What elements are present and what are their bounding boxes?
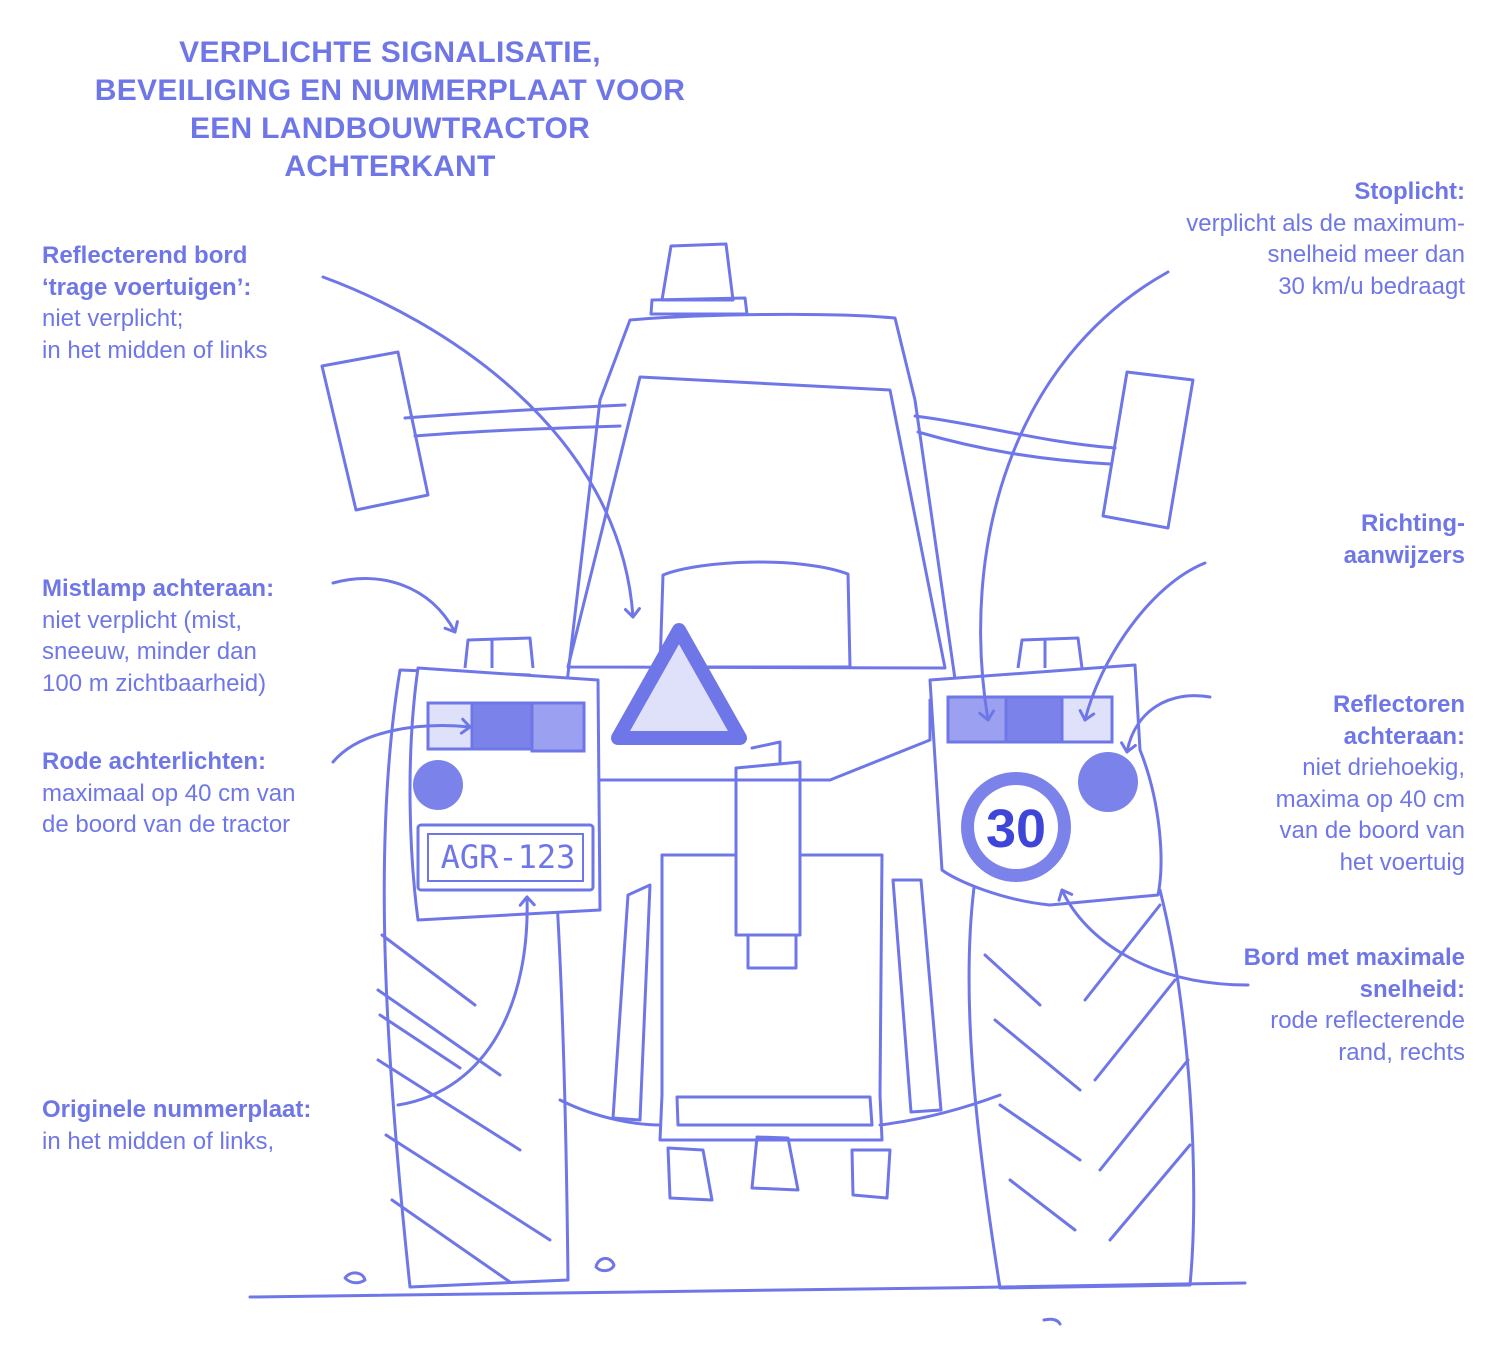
fender-strip-right bbox=[891, 878, 943, 1114]
mirror-right bbox=[1101, 370, 1195, 530]
arrow-stoplicht bbox=[978, 270, 1170, 722]
label-nummerplaat: Originele nummerplaat: in het midden of … bbox=[42, 1094, 311, 1157]
exhaust bbox=[734, 760, 802, 937]
label-text: in het midden of links bbox=[42, 336, 268, 364]
license-plate-text: AGR-123 bbox=[441, 838, 576, 876]
indicator-right bbox=[1060, 695, 1114, 744]
label-richtingaanwijzers: Richting- aanwijzers bbox=[1344, 508, 1465, 571]
mirror-arm-left bbox=[403, 403, 627, 420]
arrow-nummerplaat bbox=[396, 895, 536, 1107]
slow-vehicle-triangle bbox=[611, 623, 747, 745]
tyre-tread-right bbox=[983, 903, 1192, 1242]
label-heading: Reflectoren bbox=[1332, 691, 1465, 718]
arrow-bord-snelheid bbox=[1057, 888, 1250, 987]
label-heading: Bord met maximale bbox=[1243, 944, 1465, 971]
label-reflectoren: Reflectoren achteraan: niet driehoekig, … bbox=[1276, 689, 1465, 878]
label-heading: achteraan: bbox=[1343, 722, 1465, 750]
label-text: 100 m zichtbaarheid) bbox=[42, 669, 267, 697]
exhaust-top bbox=[750, 740, 782, 764]
title-line: ACHTERKANT bbox=[284, 150, 496, 183]
pebble bbox=[343, 1271, 367, 1285]
arrow-reflecterend-bord bbox=[321, 275, 641, 619]
reflector-right bbox=[1078, 752, 1138, 812]
label-heading: Mistlamp achteraan: bbox=[42, 575, 275, 602]
license-plate bbox=[416, 823, 595, 892]
callout-arrows bbox=[321, 270, 1250, 1107]
fender-strip-left bbox=[611, 883, 652, 1122]
label-text: rode reflecterende bbox=[1270, 1007, 1465, 1034]
right-light-strip bbox=[946, 695, 1114, 744]
mirror-arm-left bbox=[413, 424, 622, 438]
right-rear-wheel bbox=[967, 878, 1196, 1290]
label-mistlamp: Mistlamp achteraan: niet verplicht (mist… bbox=[42, 573, 274, 699]
label-text: van de boord van bbox=[1279, 817, 1465, 844]
label-text: het voertuig bbox=[1339, 848, 1465, 876]
hitch-foot bbox=[666, 1146, 714, 1202]
label-text: niet driehoekig, bbox=[1302, 754, 1465, 781]
cab-window bbox=[566, 375, 947, 670]
tail-light-right bbox=[1004, 695, 1066, 744]
arrow-mistlamp bbox=[331, 577, 459, 634]
arrow-reflectoren bbox=[1120, 694, 1212, 754]
label-heading: Stoplicht: bbox=[1354, 178, 1465, 205]
stop-light-right bbox=[946, 695, 1010, 744]
label-text: 30 km/u bedraagt bbox=[1278, 272, 1465, 300]
cab bbox=[563, 312, 960, 702]
arrow-richtingaanwijzers bbox=[1078, 561, 1207, 722]
exhaust-foot bbox=[746, 933, 798, 970]
beacon-light bbox=[660, 242, 735, 302]
label-text: niet verplicht; bbox=[42, 305, 184, 332]
label-text: verplicht als de maximum- bbox=[1186, 209, 1465, 237]
seat-back bbox=[658, 560, 852, 669]
label-heading: Originele nummerplaat: bbox=[42, 1096, 312, 1123]
label-text: de boord van de tractor bbox=[42, 811, 291, 838]
label-heading: snelheid: bbox=[1359, 975, 1465, 1003]
speed-sign-text: 30 bbox=[986, 799, 1046, 859]
label-heading: Rode achterlichten: bbox=[42, 748, 267, 775]
label-text: sneeuw, minder dan bbox=[42, 638, 257, 665]
label-text: maxima op 40 cm bbox=[1275, 785, 1465, 813]
label-reflecterend-bord: Reflecterend bord ‘trage voertuigen’: ni… bbox=[42, 240, 267, 366]
label-stoplicht: Stoplicht: verplicht als de maximum- sne… bbox=[1186, 176, 1465, 302]
label-text: maximaal op 40 cm van bbox=[42, 779, 296, 807]
label-heading: Richting- bbox=[1361, 510, 1465, 537]
tyre-tread-left bbox=[376, 933, 552, 1284]
mirror-left bbox=[320, 350, 430, 512]
indicator-left bbox=[530, 701, 586, 753]
label-heading: Reflecterend bord bbox=[42, 242, 248, 269]
title-line: VERPLICHTE SIGNALISATIE, bbox=[179, 36, 601, 69]
arrow-achterlichten bbox=[331, 717, 472, 764]
title-line: BEVEILIGING EN NUMMERPLAAT VOOR bbox=[94, 74, 686, 107]
rear-housing bbox=[658, 853, 884, 1142]
label-text: rand, rechts bbox=[1338, 1038, 1465, 1066]
pebble bbox=[1042, 1317, 1062, 1326]
mirror-arm-right bbox=[913, 414, 1117, 450]
label-text: niet verplicht (mist, bbox=[42, 606, 243, 634]
hitch-foot bbox=[850, 1148, 892, 1200]
label-bord-maximale-snelheid: Bord met maximale snelheid: rode reflect… bbox=[1244, 942, 1465, 1068]
axle-line bbox=[558, 1098, 662, 1127]
pebble bbox=[594, 1257, 616, 1273]
label-text: snelheid meer dan bbox=[1267, 241, 1465, 268]
axle-line bbox=[878, 1093, 1002, 1127]
label-heading: aanwijzers bbox=[1343, 541, 1465, 569]
hitch-bar bbox=[675, 1095, 874, 1127]
tail-light-left bbox=[470, 701, 536, 751]
label-text: in het midden of links, bbox=[42, 1127, 275, 1155]
reflector-left bbox=[413, 760, 463, 810]
page-title: VERPLICHTE SIGNALISATIE, BEVEILIGING EN … bbox=[40, 34, 740, 186]
mirror-arm-right bbox=[916, 430, 1112, 466]
hitch-foot bbox=[750, 1135, 800, 1192]
label-achterlichten: Rode achterlichten: maximaal op 40 cm va… bbox=[42, 746, 295, 841]
label-heading: ‘trage voertuigen’: bbox=[42, 273, 252, 301]
title-line: EEN LANDBOUWTRACTOR bbox=[189, 112, 591, 145]
